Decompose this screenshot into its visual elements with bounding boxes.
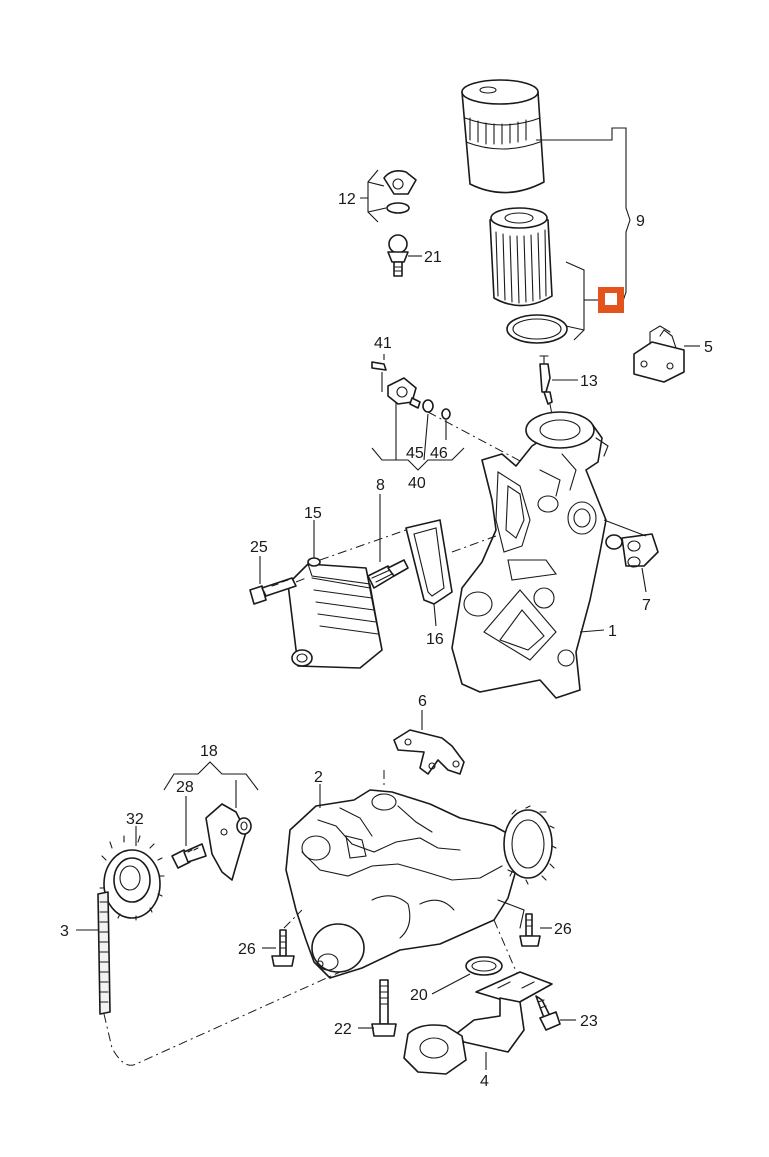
hollow-bolt[interactable] [367, 559, 409, 589]
callout-23: 23 [580, 1013, 598, 1030]
oil-filter-element[interactable] [489, 207, 553, 307]
filter-o-ring[interactable] [506, 314, 568, 344]
bracket-40 [371, 402, 465, 471]
pickup-bolt[interactable] [535, 995, 561, 1031]
callout-3: 3 [60, 923, 69, 940]
callout-13: 13 [580, 373, 598, 390]
callout-40: 40 [408, 475, 426, 492]
callout-45: 45 [406, 445, 424, 462]
callout-18: 18 [200, 743, 218, 760]
callout-2: 2 [314, 769, 323, 786]
callout-6: 6 [418, 693, 427, 710]
pump-bolt-right[interactable] [519, 913, 541, 947]
cooler-bolt[interactable] [249, 577, 297, 605]
cooler-gasket-housing[interactable] [605, 533, 659, 568]
cooler-gasket[interactable] [405, 519, 453, 605]
callout-21: 21 [424, 249, 442, 266]
callout-5: 5 [704, 339, 713, 356]
callout-22: 22 [334, 1021, 352, 1038]
callout-25: 25 [250, 539, 268, 556]
oil-pickup-tube[interactable] [403, 971, 553, 1075]
crankshaft-sprocket[interactable] [99, 835, 165, 921]
callout-41: 41 [374, 335, 392, 352]
callout-7: 7 [642, 597, 651, 614]
oil-cooler[interactable] [287, 557, 383, 669]
callout-4: 4 [480, 1073, 489, 1090]
callout-16: 16 [426, 631, 444, 648]
callout-26-right: 26 [554, 921, 572, 938]
oil-filter-canister[interactable] [461, 79, 545, 194]
oil-temp-sensor[interactable] [539, 355, 553, 405]
callout-28: 28 [176, 779, 194, 796]
callout-32: 32 [126, 811, 144, 828]
pump-long-bolt[interactable] [371, 979, 397, 1037]
callout-20: 20 [410, 987, 428, 1004]
oil-pump[interactable] [285, 789, 525, 979]
pickup-o-ring[interactable] [465, 956, 503, 976]
callout-15: 15 [304, 505, 322, 522]
bracket-9 [536, 127, 631, 311]
callout-8: 8 [376, 477, 385, 494]
chain-tensioner[interactable] [205, 803, 252, 881]
bracket-12 [360, 169, 387, 223]
oil-filler-cap[interactable] [383, 170, 417, 214]
bracket-18 [163, 761, 259, 846]
breather-valve[interactable] [387, 234, 409, 277]
pump-bolt-left[interactable] [271, 929, 295, 967]
callout-26-left: 26 [238, 941, 256, 958]
tensioner-bolt[interactable] [171, 843, 207, 869]
oil-level-switch[interactable] [633, 325, 685, 383]
callout-12: 12 [338, 191, 356, 208]
timing-chain[interactable] [97, 891, 111, 1015]
callout-46: 46 [430, 445, 448, 462]
engine-mount-bracket[interactable] [393, 729, 465, 775]
pump-sprocket[interactable] [503, 805, 557, 885]
pressure-switch-assembly[interactable] [371, 361, 451, 420]
oil-filter-housing[interactable] [451, 411, 609, 699]
callout-1: 1 [608, 623, 617, 640]
callout-9: 9 [636, 213, 645, 230]
